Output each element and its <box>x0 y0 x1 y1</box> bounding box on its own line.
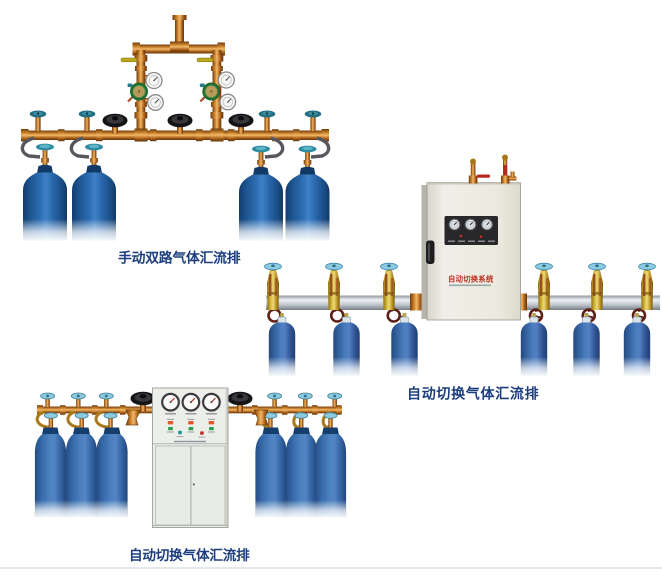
svg-text:手动双路气体汇流排: 手动双路气体汇流排 <box>118 250 241 266</box>
svg-text:自动切换系统: 自动切换系统 <box>448 275 494 284</box>
svg-text:自动切换气体汇流排: 自动切换气体汇流排 <box>407 386 539 402</box>
svg-text:自动切换气体汇流排: 自动切换气体汇流排 <box>129 547 250 563</box>
